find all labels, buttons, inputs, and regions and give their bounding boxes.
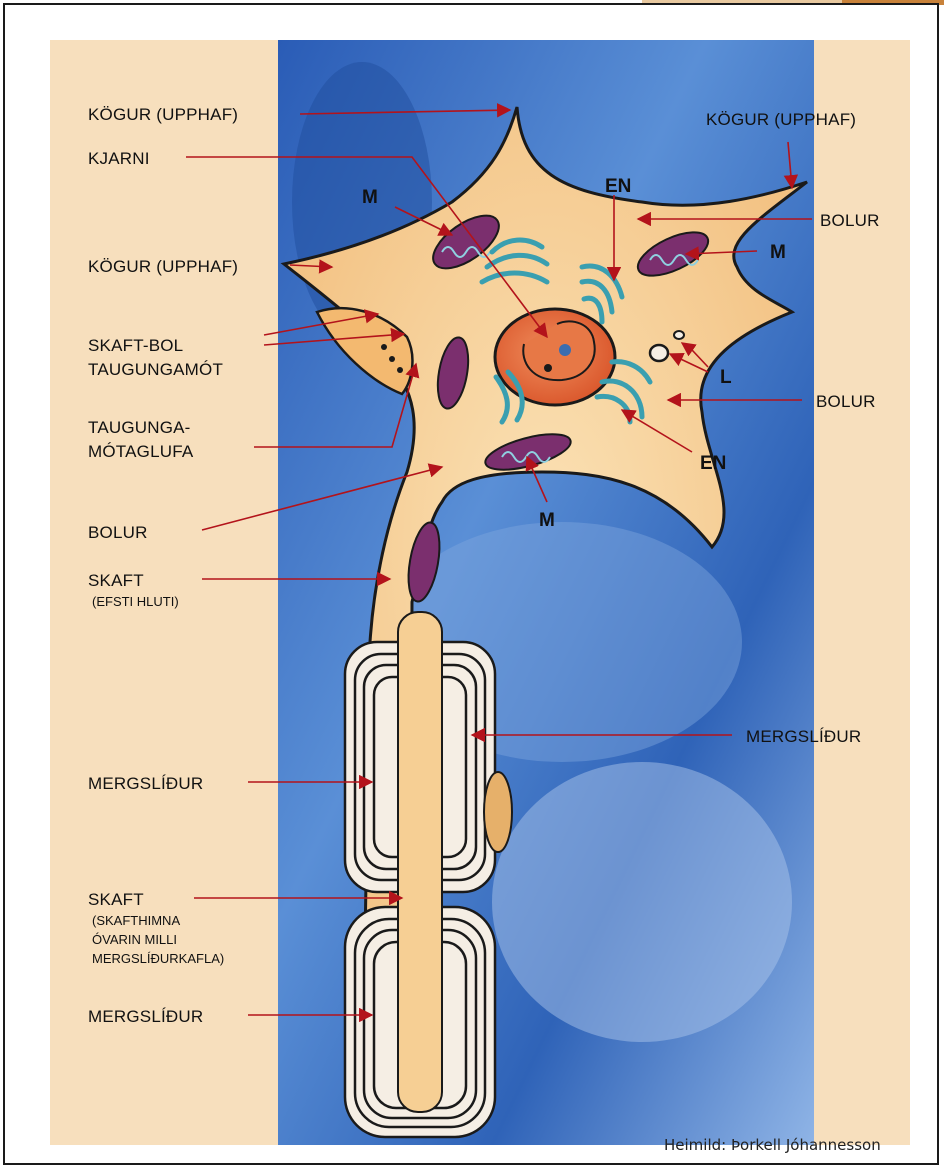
tag-m-2: M: [770, 242, 786, 263]
neuron-diagram: M EN M L EN M KÖGUR (UPPHAF) KJARNI KÖGU…: [5, 5, 939, 1165]
label-mergslidur-2: MERGSLÍÐUR: [88, 774, 203, 793]
label-skaft-bol-2: TAUGUNGAMÓT: [88, 360, 223, 379]
label-skaft-bol-1: SKAFT-BOL: [88, 336, 183, 355]
label-skaft-efsti-sub: (EFSTI HLUTI): [92, 594, 179, 609]
label-mergslidur-3: MERGSLÍÐUR: [88, 1007, 203, 1026]
label-bolur-1: BOLUR: [820, 211, 880, 230]
left-panel: [50, 40, 278, 1145]
tag-en-1: EN: [605, 176, 631, 197]
label-kjarni: KJARNI: [88, 149, 150, 168]
label-mergslidur-1: MERGSLÍÐUR: [746, 727, 861, 746]
label-kogur-2: KÖGUR (UPPHAF): [706, 110, 856, 129]
label-skaft-2-sub-2: ÓVARIN MILLI: [92, 932, 177, 947]
label-taugunga-1: TAUGUNGA-: [88, 418, 191, 437]
axon-shaft: [398, 612, 442, 1112]
diagram-frame: M EN M L EN M KÖGUR (UPPHAF) KJARNI KÖGU…: [3, 3, 939, 1165]
tag-en-2: EN: [700, 453, 726, 474]
label-skaft-2-sub-3: MERGSLÍÐURKAFLA): [92, 951, 224, 966]
label-kogur-3: KÖGUR (UPPHAF): [88, 257, 238, 276]
tag-m-3: M: [539, 510, 555, 531]
label-skaft-2-sub-1: (SKAFTHIMNA: [92, 913, 180, 928]
source-credit: Heimild: Þorkell Jóhannesson: [664, 1136, 881, 1154]
label-bolur-3: BOLUR: [88, 523, 148, 542]
label-bolur-2: BOLUR: [816, 392, 876, 411]
label-skaft-2: SKAFT: [88, 890, 144, 909]
tag-m-1: M: [362, 187, 378, 208]
label-taugunga-2: MÓTAGLUFA: [88, 442, 194, 461]
label-skaft-efsti: SKAFT: [88, 571, 144, 590]
tag-l: L: [720, 367, 732, 388]
label-kogur-1: KÖGUR (UPPHAF): [88, 105, 238, 124]
right-panel: [814, 40, 910, 1145]
